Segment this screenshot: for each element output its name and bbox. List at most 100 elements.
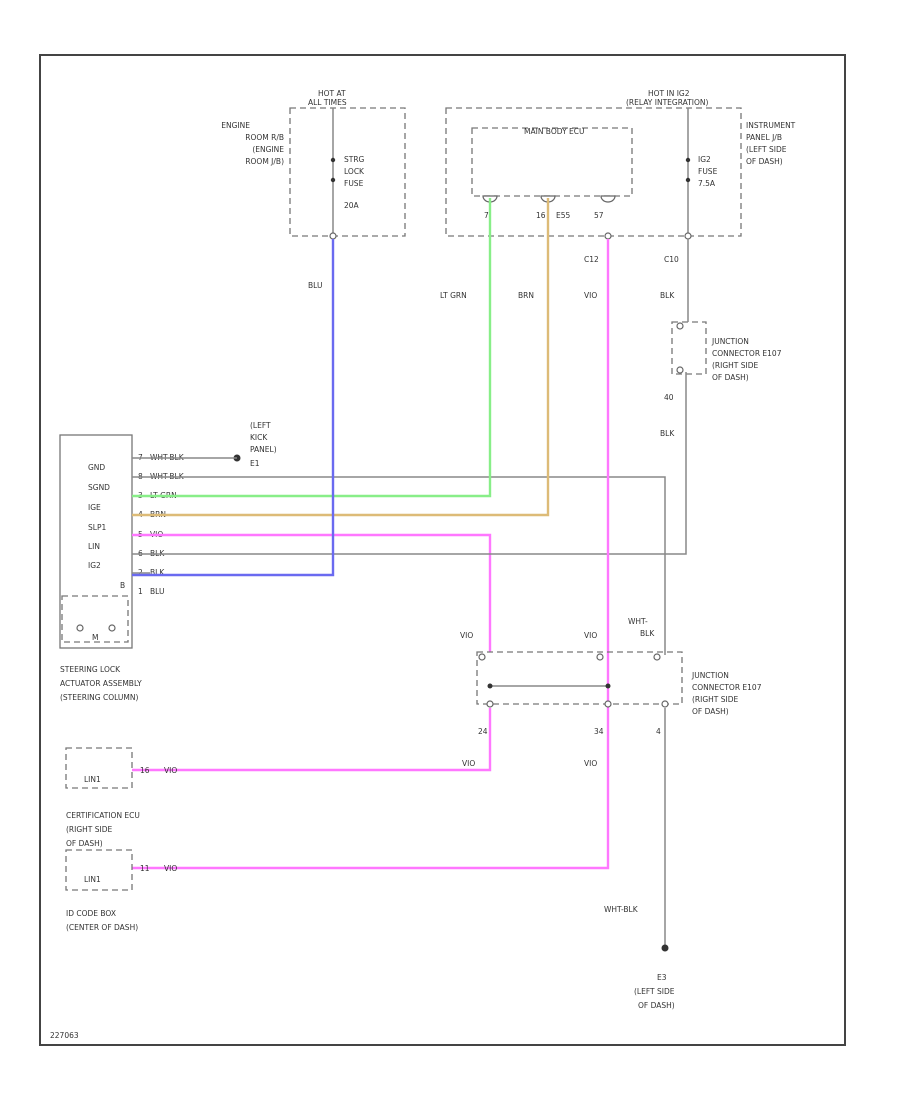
wire-wht-blk-sgnd bbox=[132, 476, 666, 655]
label-jc-top-3: (RIGHT SIDE bbox=[712, 361, 759, 370]
strg-lock-fuse-bottom bbox=[330, 177, 336, 183]
steering-lock-actuator-box bbox=[59, 434, 133, 649]
jc-bot-term-6 bbox=[661, 700, 669, 708]
ig2-fuse-bottom bbox=[685, 177, 691, 183]
motor-terminal-b bbox=[108, 624, 116, 632]
label-wire-vio-d: VIO bbox=[584, 759, 597, 768]
c12-terminal bbox=[604, 232, 612, 240]
label-engine-room-rb-2: ROOM R/B bbox=[245, 133, 284, 142]
label-wire-whtblk-mid-2: BLK bbox=[640, 629, 655, 638]
label-steering-3: (STEERING COLUMN) bbox=[60, 693, 138, 702]
label-pin-c12: C12 bbox=[584, 255, 599, 264]
label-left-kick-1: (LEFT bbox=[250, 421, 271, 430]
label-pin-24: 24 bbox=[478, 727, 488, 736]
c10-terminal bbox=[684, 232, 692, 240]
jc-bot-term-3 bbox=[653, 653, 661, 661]
label-cert-lin1: LIN1 bbox=[84, 775, 101, 784]
label-wire-row-7: BLK bbox=[150, 568, 165, 577]
label-jc-bot-4: OF DASH) bbox=[692, 707, 729, 716]
junction-bus-dot-a bbox=[487, 683, 493, 689]
label-jc-top-1: JUNCTION bbox=[711, 337, 749, 346]
wire-brn bbox=[132, 198, 550, 517]
label-engine-room-rb-3: (ENGINE bbox=[252, 145, 284, 154]
label-engine-room-rb-4: ROOM J/B) bbox=[245, 157, 284, 166]
wire-blu bbox=[132, 239, 335, 577]
label-jc-top-4: OF DASH) bbox=[712, 373, 749, 382]
jc-bot-term-2 bbox=[596, 653, 604, 661]
main-body-ecu-box bbox=[471, 127, 633, 197]
label-pin-row-8: 1 bbox=[138, 587, 143, 596]
label-jc-bot-2: CONNECTOR E107 bbox=[692, 683, 762, 692]
label-left-kick-3: PANEL) bbox=[250, 445, 277, 454]
id-code-box bbox=[65, 849, 133, 891]
label-main-body-ecu: MAIN BODY ECU bbox=[524, 127, 585, 136]
label-steering-1: STEERING LOCK bbox=[60, 665, 121, 674]
label-term-ig2: IG2 bbox=[88, 561, 101, 570]
label-id-1: ID CODE BOX bbox=[66, 909, 116, 918]
label-id-lin1: LIN1 bbox=[84, 875, 101, 884]
steering-motor-box bbox=[61, 595, 129, 643]
label-pin-7: 7 bbox=[484, 211, 489, 220]
label-wire-blu: BLU bbox=[308, 281, 322, 290]
label-gnd-e3-2: (LEFT SIDE bbox=[634, 987, 675, 996]
strg-lock-fuse-top bbox=[330, 157, 336, 163]
label-motor-m: M bbox=[92, 633, 98, 642]
junction-connector-top-box bbox=[671, 321, 707, 375]
junction-connector-bottom-box bbox=[476, 651, 683, 705]
label-pin-4: 4 bbox=[656, 727, 661, 736]
label-ip-jb-3: (LEFT SIDE bbox=[746, 145, 787, 154]
label-left-kick-4: E1 bbox=[250, 459, 260, 468]
label-term-gnd: GND bbox=[88, 463, 105, 472]
label-id-wire: VIO bbox=[164, 864, 177, 873]
label-jc-bot-3: (RIGHT SIDE bbox=[692, 695, 739, 704]
relay-integration-box bbox=[445, 107, 742, 237]
junction-bus-dot-b bbox=[605, 683, 611, 689]
label-left-kick-2: KICK bbox=[250, 433, 268, 442]
wire-vio-slp1 bbox=[132, 533, 492, 652]
ecu-pin-57 bbox=[600, 195, 616, 203]
label-ig2-fuse-1: IG2 bbox=[698, 155, 711, 164]
label-wire-vio-top: VIO bbox=[584, 291, 597, 300]
label-steering-2: ACTUATOR ASSEMBLY bbox=[60, 679, 142, 688]
label-pin-40: 40 bbox=[664, 393, 674, 402]
label-wire-blk-top: BLK bbox=[660, 291, 675, 300]
label-id-pin: 11 bbox=[140, 864, 150, 873]
certification-ecu-box bbox=[65, 747, 133, 789]
diagram-frame bbox=[39, 54, 846, 1046]
label-wire-whtblk-mid-1: WHT- bbox=[628, 617, 648, 626]
label-hot-ig-1: HOT IN IG2 bbox=[648, 89, 690, 98]
label-cert-1: CERTIFICATION ECU bbox=[66, 811, 140, 820]
label-strg-lock-3: FUSE bbox=[344, 179, 364, 188]
label-wire-vio-c: VIO bbox=[462, 759, 475, 768]
label-engine-room-rb-1: ENGINE bbox=[221, 121, 250, 130]
label-cert-3: OF DASH) bbox=[66, 839, 103, 848]
strg-lock-terminal bbox=[329, 232, 337, 240]
label-strg-lock-2: LOCK bbox=[344, 167, 365, 176]
label-wire-whtblk-bot: WHT-BLK bbox=[604, 905, 639, 914]
label-wire-vio-a: VIO bbox=[460, 631, 473, 640]
label-wire-brn: BRN bbox=[518, 291, 534, 300]
ground-e3-symbol bbox=[661, 944, 669, 952]
label-pin-34: 34 bbox=[594, 727, 604, 736]
label-hot-ig-2: (RELAY INTEGRATION) bbox=[626, 98, 708, 107]
label-term-sgnd: SGND bbox=[88, 483, 110, 492]
label-ig2-fuse-2: FUSE bbox=[698, 167, 718, 176]
jc-bot-term-5 bbox=[604, 700, 612, 708]
label-cert-wire: VIO bbox=[164, 766, 177, 775]
jc-bot-term-1 bbox=[478, 653, 486, 661]
motor-terminal-a bbox=[76, 624, 84, 632]
label-cert-pin: 16 bbox=[140, 766, 150, 775]
label-wire-vio-b: VIO bbox=[584, 631, 597, 640]
engine-room-rb-box bbox=[289, 107, 406, 237]
label-hot-at-2: ALL TIMES bbox=[308, 98, 347, 107]
label-term-lin: LIN bbox=[88, 542, 100, 551]
label-term-slp1: SLP1 bbox=[88, 523, 106, 532]
label-wire-row-8: BLU bbox=[150, 587, 164, 596]
label-term-b: B bbox=[120, 581, 125, 590]
label-strg-lock-4: 20A bbox=[344, 201, 360, 210]
label-jc-bot-1: JUNCTION bbox=[691, 671, 729, 680]
label-pin-e55: E55 bbox=[556, 211, 571, 220]
label-ip-jb-2: PANEL J/B bbox=[746, 133, 782, 142]
jc-top-terminal-a bbox=[676, 322, 684, 330]
